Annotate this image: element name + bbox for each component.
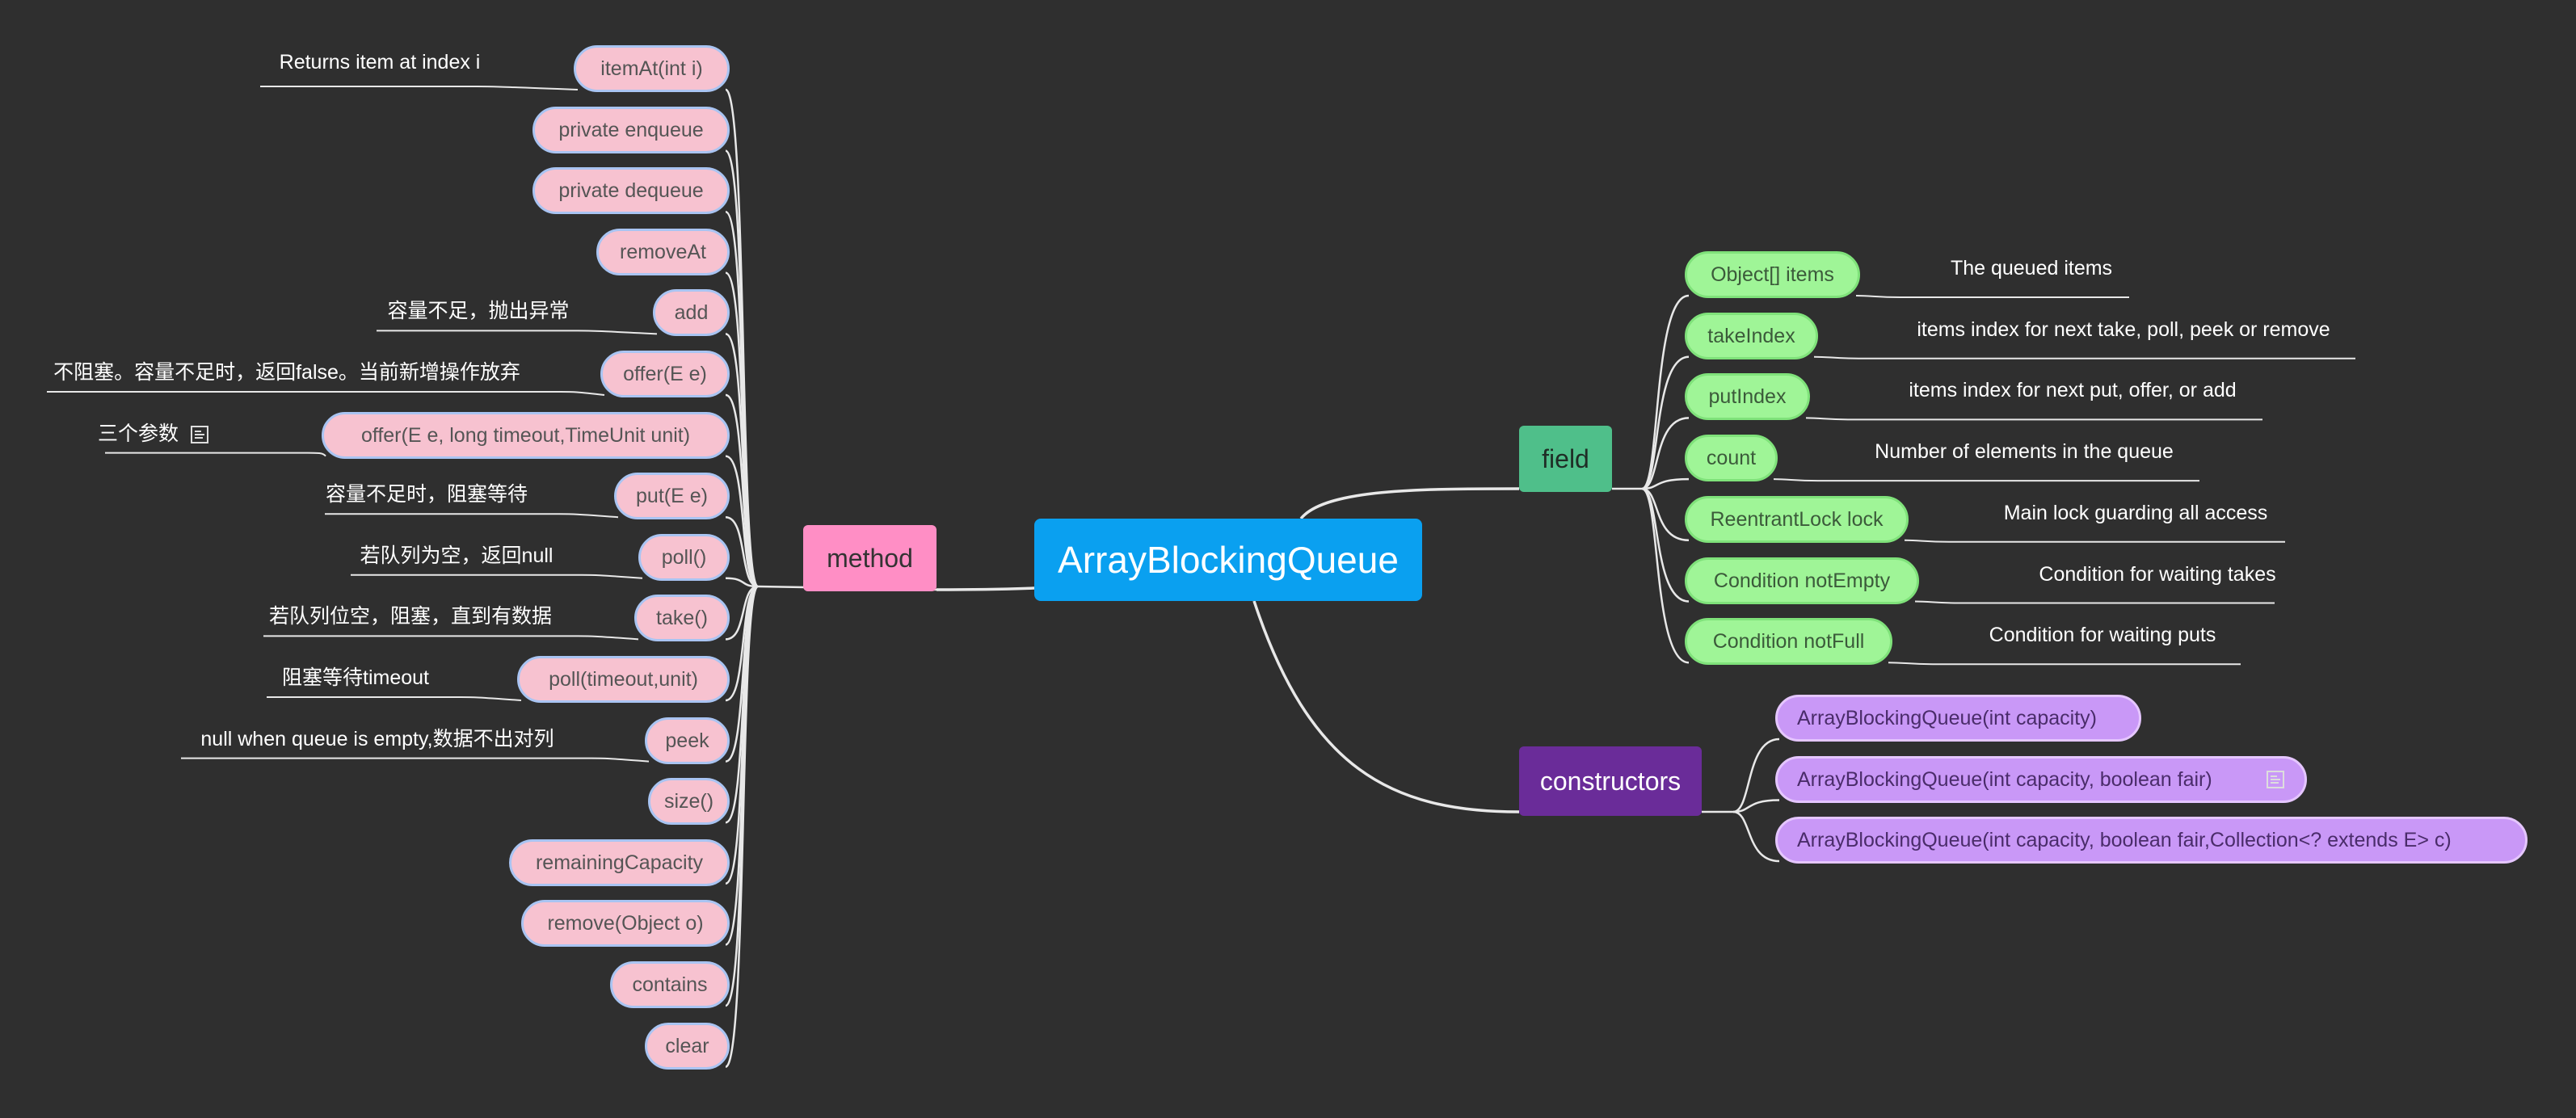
note-icon[interactable] (190, 425, 209, 444)
field-topic[interactable]: Condition notFull (1685, 618, 1892, 665)
field-topic[interactable]: Object[] items (1685, 251, 1860, 298)
connector-line (325, 513, 619, 519)
field-topic[interactable]: takeIndex (1685, 313, 1818, 359)
method-topic[interactable]: remainingCapacity (509, 839, 730, 886)
method-topic[interactable]: put(E e) (614, 473, 730, 519)
connector-line (1855, 295, 2129, 298)
method-topic[interactable]: removeAt (596, 229, 730, 275)
constructor-topic[interactable]: ArrayBlockingQueue(int capacity, boolean… (1775, 817, 2528, 864)
connector-line (725, 577, 759, 588)
connector-line (181, 757, 650, 763)
method-topic[interactable]: clear (645, 1023, 730, 1070)
central-to-field-line (1299, 487, 1520, 520)
note-icon[interactable] (2266, 770, 2285, 789)
connector-line (1732, 738, 1780, 813)
branch-method[interactable]: method (803, 525, 937, 591)
constructor-label: ArrayBlockingQueue(int capacity, boolean… (1797, 828, 2452, 851)
connector-line (725, 585, 759, 641)
field-note: items index for next take, poll, peek or… (1917, 318, 2330, 341)
method-topic[interactable]: take() (634, 595, 730, 641)
central-to-constructors-line (1252, 600, 1520, 813)
connector-line (1641, 487, 1690, 603)
constructor-label: ArrayBlockingQueue(int capacity) (1797, 706, 2097, 729)
connector-line (1888, 662, 2241, 666)
branch-constructors[interactable]: constructors (1519, 746, 1702, 816)
connector-line (47, 391, 605, 396)
connector-line (1805, 417, 2262, 421)
method-topic[interactable]: peek (645, 717, 730, 764)
method-note-text: Returns item at index i (279, 51, 481, 74)
field-note: items index for next put, offer, or add (1909, 379, 2237, 401)
method-topic[interactable]: contains (610, 961, 730, 1008)
method-topic[interactable]: private dequeue (532, 167, 730, 214)
field-topic[interactable]: putIndex (1685, 373, 1810, 420)
method-note: 不阻塞。容量不足时，返回false。当前新增操作放弃 (53, 356, 520, 385)
connector-line (724, 585, 760, 1068)
connector-line (263, 635, 639, 641)
central-to-method-line (936, 586, 1035, 591)
method-topic[interactable]: itemAt(int i) (574, 45, 730, 92)
method-topic[interactable]: poll() (638, 534, 730, 581)
method-note-text: null when queue is empty,数据不出对列 (200, 728, 554, 750)
method-note: 三个参数 (98, 418, 209, 447)
connector-line (1641, 487, 1690, 664)
field-note: Number of elements in the queue (1875, 440, 2174, 463)
method-topic[interactable]: add (653, 289, 730, 336)
method-topic[interactable]: remove(Object o) (521, 900, 730, 947)
connector-line (1641, 355, 1690, 490)
method-topic[interactable]: offer(E e) (600, 351, 730, 397)
field-note: Condition for waiting puts (1989, 624, 2216, 646)
method-note: 若队列为空，返回null (360, 540, 554, 569)
field-note: Condition for waiting takes (2039, 563, 2276, 586)
connector-line (1813, 355, 2355, 359)
constructor-topic[interactable]: ArrayBlockingQueue(int capacity, boolean… (1775, 756, 2307, 803)
connector-line (1641, 294, 1690, 490)
connector-line (725, 393, 759, 588)
connector-line (1641, 487, 1690, 542)
connector-line (1732, 799, 1780, 813)
method-topic[interactable]: poll(timeout,unit) (517, 656, 730, 703)
connector-line (1904, 539, 2285, 543)
field-note: The queued items (1950, 257, 2113, 280)
constructor-label: ArrayBlockingQueue(int capacity, boolean… (1797, 767, 2212, 791)
method-note-text: 不阻塞。容量不足时，返回false。当前新增操作放弃 (53, 361, 520, 384)
connector-line (1732, 810, 1780, 863)
constructor-topic[interactable]: ArrayBlockingQueue(int capacity) (1775, 695, 2141, 742)
method-note: 若队列位空，阻塞，直到有数据 (269, 600, 552, 629)
connector-line (725, 455, 759, 588)
method-note: 阻塞等待timeout (282, 662, 429, 691)
connector-line (1914, 600, 2275, 604)
connector-line (1641, 417, 1690, 490)
method-topic[interactable]: private enqueue (532, 107, 730, 153)
method-note: null when queue is empty,数据不出对列 (200, 723, 554, 752)
method-note-text: 容量不足，抛出异常 (387, 300, 570, 322)
connector-line (105, 452, 326, 457)
connector-line (1773, 478, 2199, 482)
connector-line (351, 574, 643, 579)
method-note: 容量不足时，阻塞等待 (326, 478, 528, 507)
method-note: 容量不足，抛出异常 (387, 295, 569, 324)
method-note-text: 容量不足时，阻塞等待 (325, 483, 528, 506)
method-note-text: 三个参数 (97, 422, 179, 445)
field-note: Main lock guarding all access (2003, 502, 2268, 524)
method-note-text: 阻塞等待timeout (282, 666, 429, 689)
method-topic[interactable]: size() (648, 778, 730, 825)
connector-line (267, 696, 522, 701)
method-note-text: 若队列位空，阻塞，直到有数据 (268, 605, 553, 628)
field-topic[interactable]: ReentrantLock lock (1685, 496, 1909, 543)
connector-line (377, 330, 658, 335)
connector-line (725, 515, 759, 588)
branch-field[interactable]: field (1519, 426, 1612, 492)
field-topic[interactable]: Condition notEmpty (1685, 557, 1919, 604)
method-note: Returns item at index i (280, 51, 481, 74)
central-topic[interactable]: ArrayBlockingQueue (1034, 519, 1422, 601)
field-topic[interactable]: count (1685, 435, 1778, 481)
connector-line (1641, 477, 1690, 490)
connector-line (260, 86, 579, 90)
method-topic[interactable]: offer(E e, long timeout,TimeUnit unit) (322, 412, 730, 459)
method-note-text: 若队列为空，返回null (360, 544, 554, 567)
